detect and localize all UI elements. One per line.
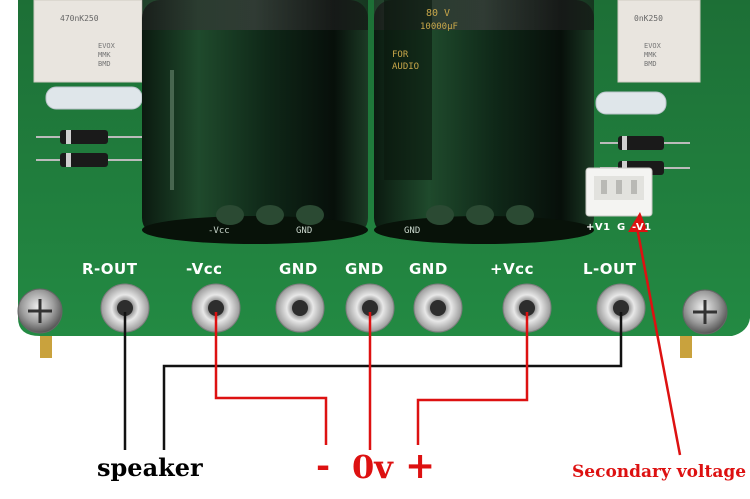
resistor-right bbox=[595, 91, 667, 115]
big-cap-voltage: 80 V bbox=[426, 8, 451, 19]
connector-label-pos-v1: +V1 bbox=[586, 222, 611, 233]
annotation-speaker: speaker bbox=[97, 453, 203, 482]
terminal-pad-5 bbox=[413, 283, 463, 333]
terminal-pad-6 bbox=[502, 283, 552, 333]
pad-label-neg-vcc: -Vcc bbox=[186, 260, 223, 278]
terminal-pad-4 bbox=[345, 283, 395, 333]
screw-right bbox=[682, 289, 728, 335]
terminal-pads bbox=[100, 283, 646, 333]
film-cap-right-brand-3: BMD bbox=[644, 60, 657, 68]
film-cap-left-brand-3: BMD bbox=[98, 60, 111, 68]
film-cap-right-value: 0nK250 bbox=[634, 14, 663, 23]
diode-left-2 bbox=[36, 153, 148, 167]
electrolytic-cap-left bbox=[142, 0, 368, 244]
annotation-plus: + bbox=[405, 445, 436, 487]
big-cap-for: FOR bbox=[392, 50, 409, 60]
terminal-pad-7 bbox=[596, 283, 646, 333]
film-cap-left-brand-1: EVOX bbox=[98, 42, 115, 50]
resistor-left bbox=[45, 86, 143, 110]
screw-left bbox=[17, 288, 63, 334]
wires-red bbox=[214, 212, 682, 456]
pad-label-pos-vcc: +Vcc bbox=[490, 260, 534, 278]
pad-label-r-out: R-OUT bbox=[82, 260, 138, 278]
pad-label-gnd-2: GND bbox=[345, 260, 384, 278]
pad-label-gnd-1: GND bbox=[279, 260, 318, 278]
film-cap-right bbox=[617, 0, 701, 83]
wires-black bbox=[123, 312, 623, 450]
film-cap-left bbox=[33, 0, 143, 83]
jst-connector bbox=[585, 167, 653, 217]
diode-left-1 bbox=[36, 130, 148, 144]
standoff-right bbox=[680, 336, 692, 358]
annotation-minus: - bbox=[316, 446, 331, 486]
connector-label-g: G bbox=[617, 222, 626, 233]
big-cap-gnd-right: GND bbox=[404, 226, 421, 236]
big-cap-audio: AUDIO bbox=[392, 62, 420, 72]
electrolytic-cap-right bbox=[374, 0, 594, 244]
big-cap-gnd-left: GND bbox=[296, 226, 313, 236]
annotation-zero-volt: 0v bbox=[352, 448, 393, 486]
pad-label-gnd-3: GND bbox=[409, 260, 448, 278]
standoff-left bbox=[40, 336, 52, 358]
terminal-pad-2 bbox=[191, 283, 241, 333]
pad-label-l-out: L-OUT bbox=[583, 260, 637, 278]
film-cap-left-value: 470nK250 bbox=[60, 14, 99, 23]
big-cap-vcc: -Vcc bbox=[208, 226, 230, 236]
film-cap-left-brand-2: MMK bbox=[98, 51, 111, 59]
connector-label-neg-v1: -V1 bbox=[632, 222, 652, 233]
annotation-secondary-voltage: Secondary voltage bbox=[572, 462, 747, 482]
film-cap-right-brand-1: EVOX bbox=[644, 42, 661, 50]
terminal-pad-3 bbox=[275, 283, 325, 333]
terminal-pad-1 bbox=[100, 283, 150, 333]
film-cap-right-brand-2: MMK bbox=[644, 51, 657, 59]
diode-right-1 bbox=[600, 136, 690, 150]
big-cap-capacitance: 10000μF bbox=[420, 22, 458, 32]
